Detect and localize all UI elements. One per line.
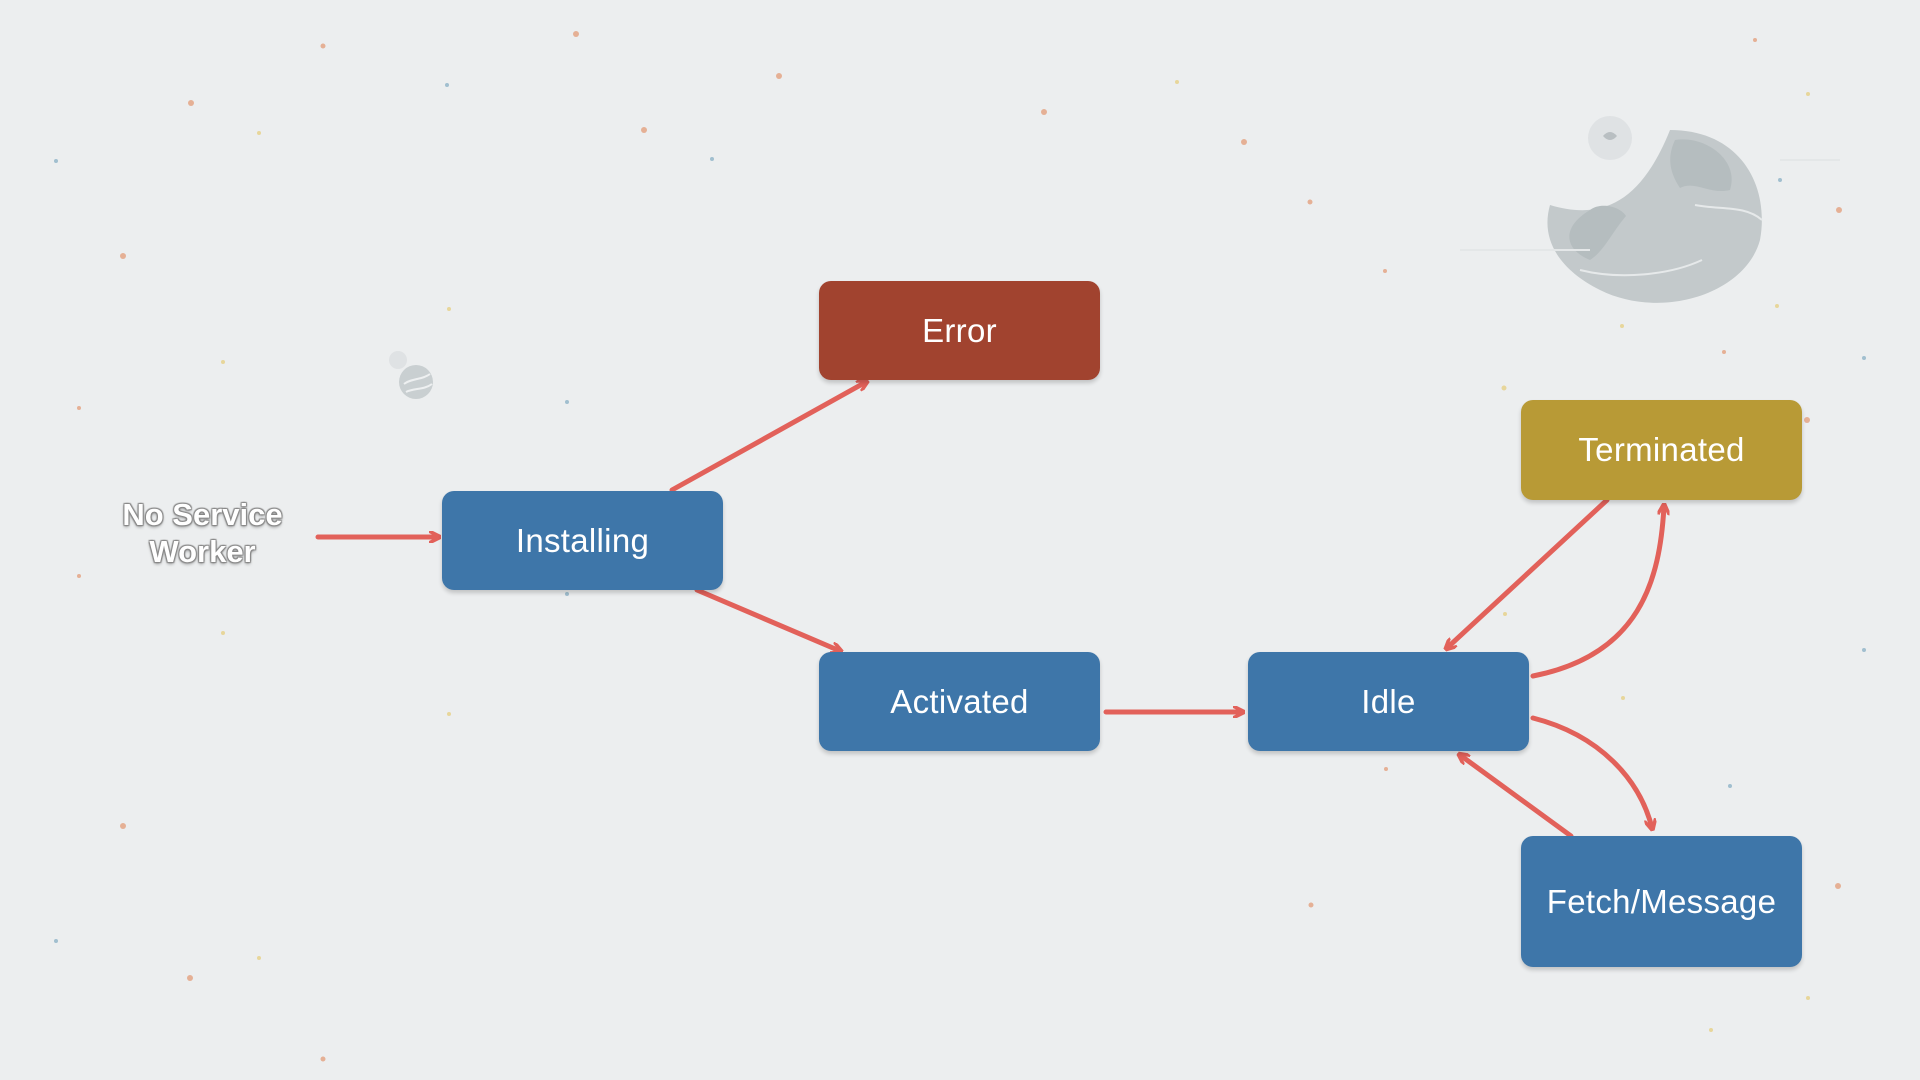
no-service-worker-label: No Service Worker [122,497,283,569]
state-activated: Activated [819,652,1100,751]
state-activated-label: Activated [890,682,1029,720]
state-error: Error [819,281,1100,380]
state-idle: Idle [1248,652,1529,751]
state-terminated: Terminated [1521,400,1802,500]
globe-illustration [1460,116,1840,303]
state-idle-label: Idle [1361,682,1416,720]
state-error-label: Error [922,311,997,349]
state-terminated-label: Terminated [1578,431,1745,468]
small-globe-illustration [389,351,433,399]
state-installing-label: Installing [515,521,650,559]
state-fetch-message-label: Fetch/Message [1546,882,1777,920]
state-fetch-message: Fetch/Message [1521,836,1802,967]
state-installing: Installing [442,491,723,590]
